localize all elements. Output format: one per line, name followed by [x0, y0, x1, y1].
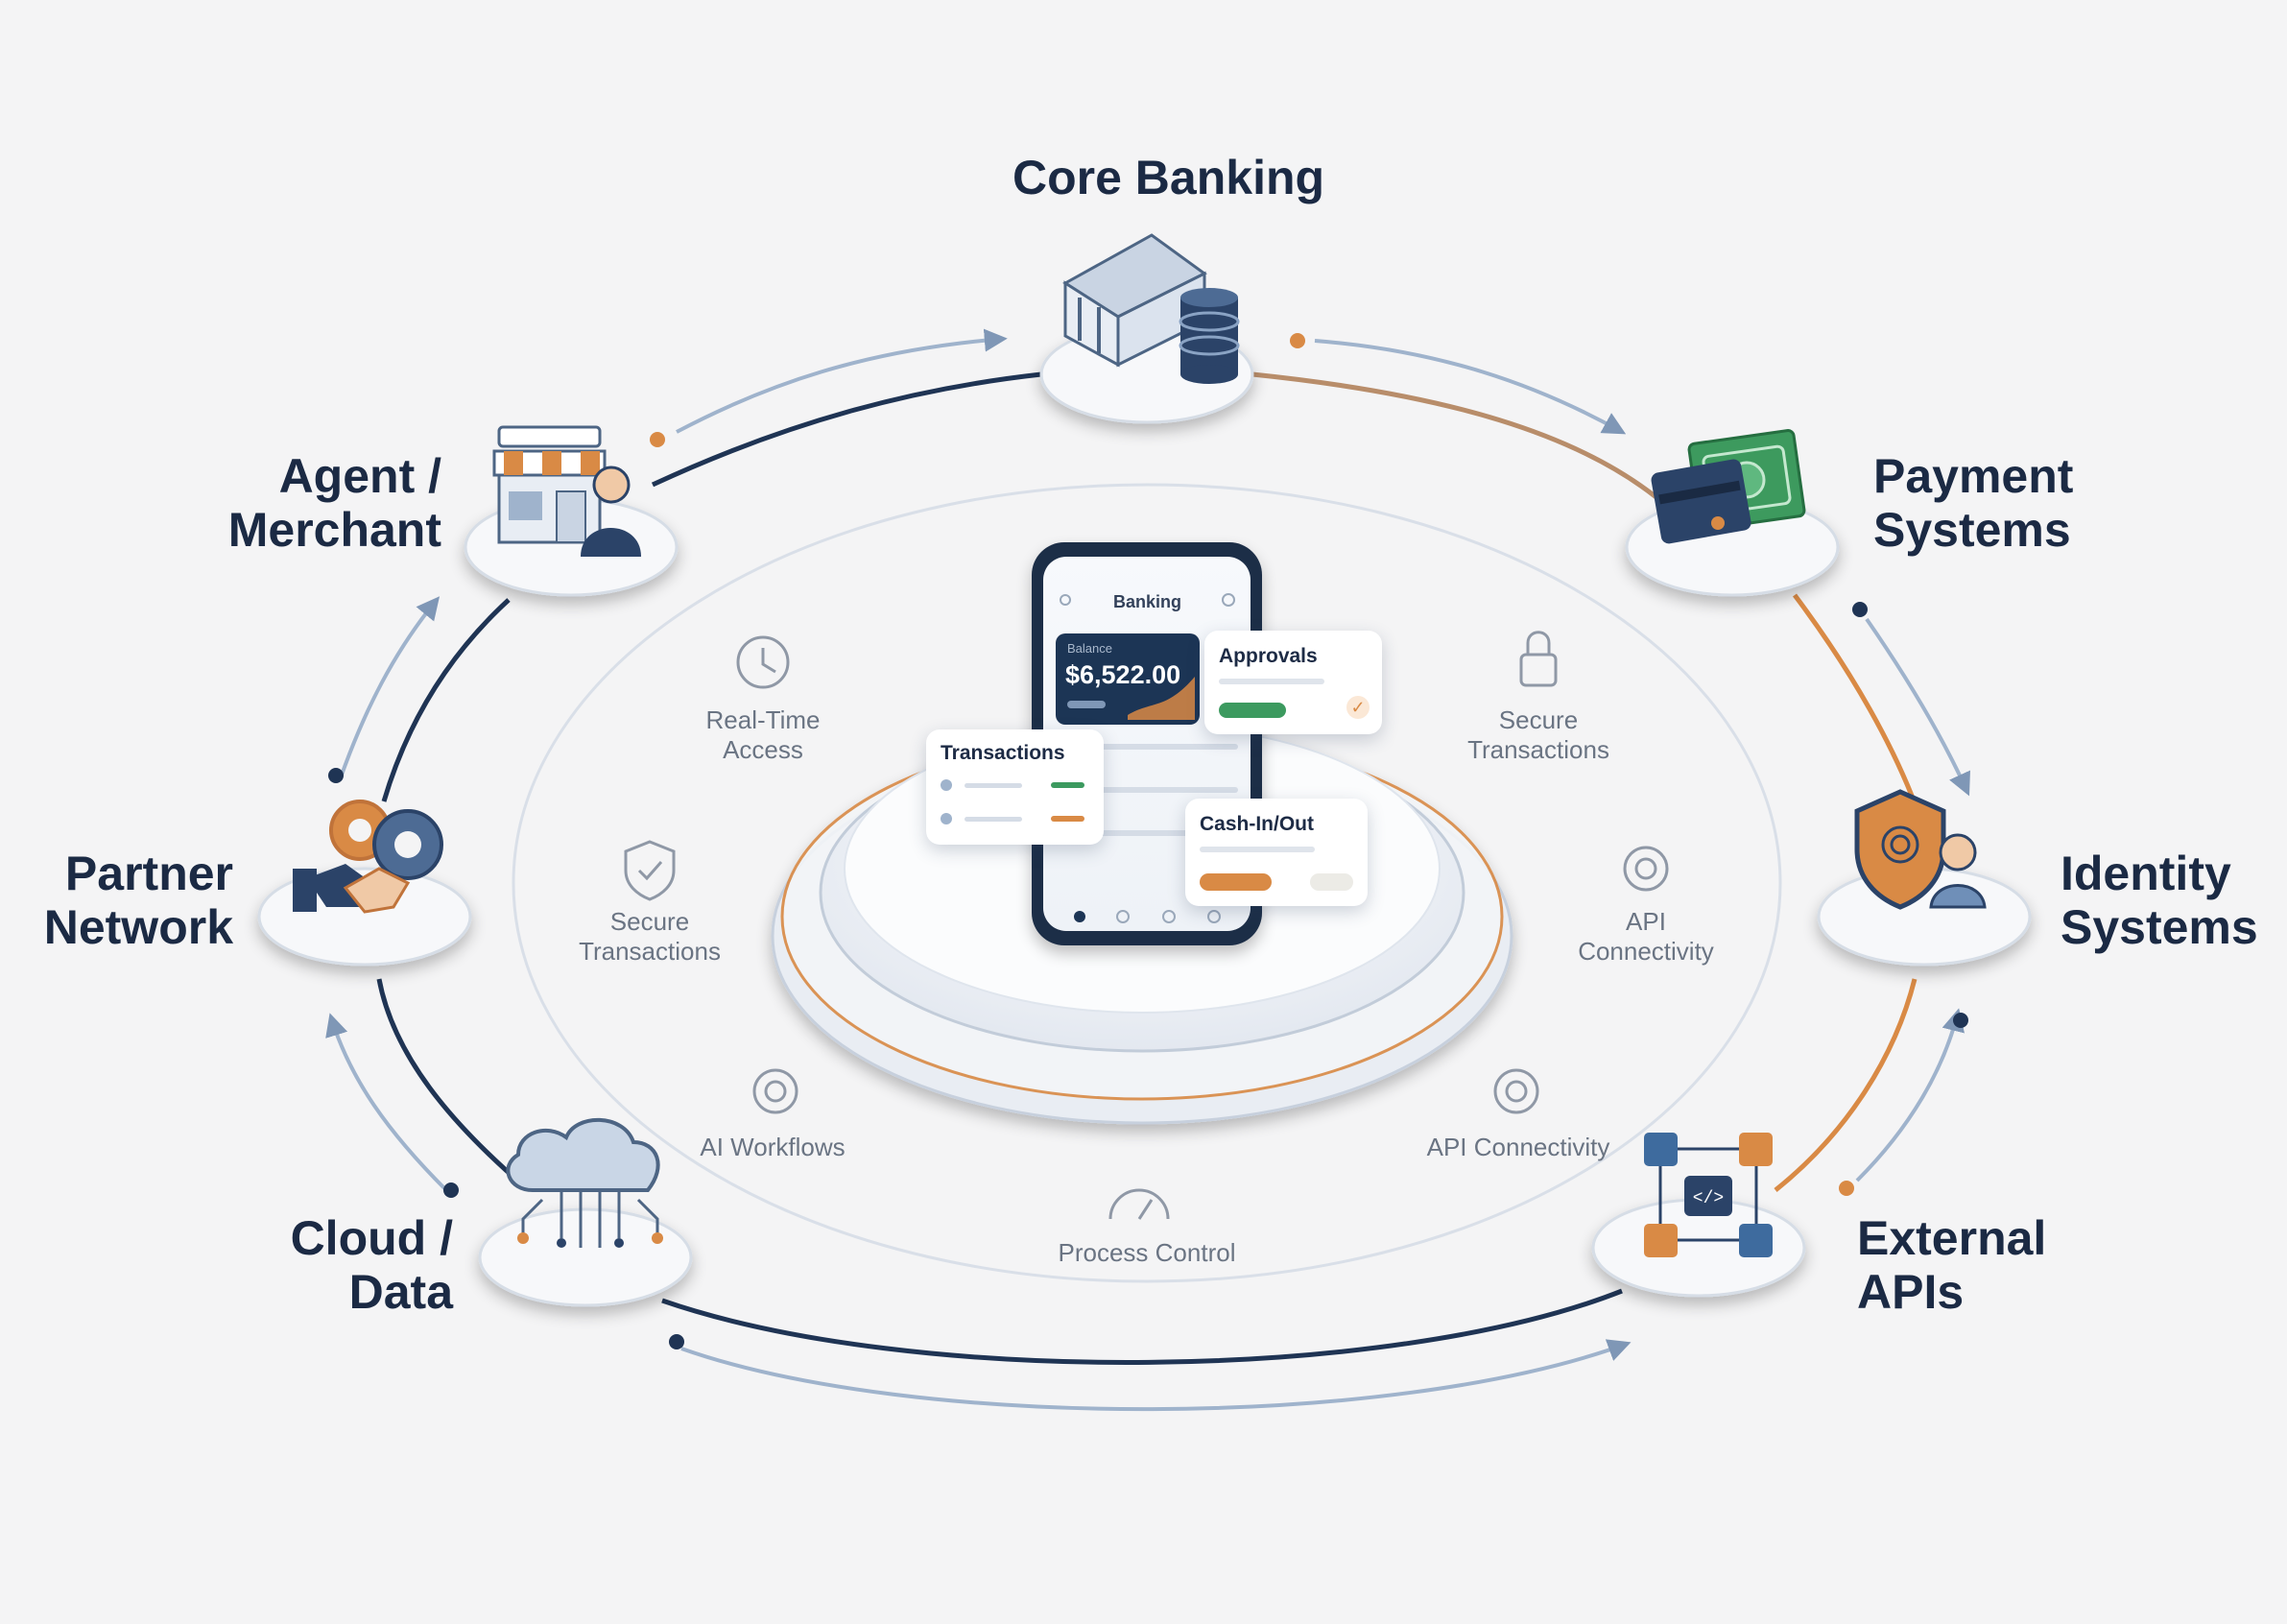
orbit-partner-to-agent [381, 598, 511, 802]
approvals-card-title: Approvals [1219, 645, 1318, 667]
orbit-agent-to-core [651, 371, 1042, 488]
transactions-card-title: Transactions [941, 742, 1065, 764]
transaction-row [941, 811, 1089, 828]
approvals-card[interactable]: Approvals ✓ [1204, 631, 1382, 734]
flow-dot [650, 432, 665, 447]
node-label-cloud-data: Cloud /Data [290, 1211, 453, 1319]
flow-arrow-cloud-external [680, 1339, 1632, 1412]
cloud-icon [506, 1117, 663, 1248]
flow-dot [669, 1334, 684, 1349]
card-cash-icon [1651, 429, 1806, 544]
transaction-line [965, 783, 1022, 788]
phone-balance-caption: Balance [1067, 641, 1112, 656]
cash-card-title: Cash-In/Out [1200, 813, 1314, 835]
flow-dot [1852, 602, 1868, 617]
transaction-dot-icon [941, 813, 952, 824]
svg-text:</>: </> [1693, 1189, 1724, 1208]
transaction-amount-bar [1051, 816, 1084, 822]
cash-out-pill[interactable] [1310, 873, 1353, 891]
flow-arrow-core-payment [1314, 339, 1627, 435]
flow-arrow-payment-identity [1865, 617, 1970, 797]
api-network-icon: </> [1644, 1133, 1773, 1257]
node-label-agent-merchant: Agent /Merchant [227, 449, 441, 557]
disk-cloud-data [478, 1207, 693, 1307]
phone-balance-value: $6,522.00 [1065, 660, 1181, 689]
phone-title: Banking [1113, 592, 1182, 611]
orbit-core-to-payment [1251, 371, 1672, 511]
flow-arrow-cloud-partner [325, 1013, 448, 1192]
shield-user-icon [1854, 789, 1987, 910]
transaction-dot-icon [941, 779, 952, 791]
clock-icon [736, 635, 790, 689]
flow-arrow-external-identity [1855, 1008, 1965, 1182]
transactions-card[interactable]: Transactions [926, 729, 1104, 845]
orbit-payment-to-identity [1792, 593, 1922, 817]
orbit-identity-to-external [1774, 978, 1918, 1192]
cash-in-pill[interactable] [1200, 873, 1272, 891]
feature-label-ai: AI Workflows [700, 1133, 846, 1161]
gear-icon [1493, 1068, 1539, 1114]
gauge-icon [1108, 1188, 1170, 1220]
gear-icon [1623, 846, 1669, 892]
transaction-line [965, 817, 1022, 822]
storefront-agent-icon [492, 425, 641, 557]
approvals-text-line [1219, 679, 1324, 684]
flow-dot [1953, 1013, 1968, 1028]
transaction-amount-bar [1051, 782, 1084, 788]
inner-ring-large [512, 483, 1782, 1283]
lock-icon [1519, 631, 1558, 687]
node-label-core-banking: Core Banking [1012, 151, 1325, 204]
cash-text-line [1200, 847, 1315, 852]
flow-arrow-partner-agent [339, 596, 441, 778]
feature-label-process: Process Control [1058, 1238, 1236, 1267]
flow-arrow-agent-core [676, 328, 1008, 434]
feature-label-api-bottom: API Connectivity [1426, 1133, 1610, 1161]
cash-in-out-card[interactable]: Cash-In/Out [1185, 799, 1368, 906]
bank-database-icon [1062, 233, 1240, 384]
transaction-row [941, 777, 1089, 795]
handshake-gear-icon [293, 800, 443, 914]
approve-pill[interactable] [1219, 703, 1286, 718]
flow-dot [443, 1182, 459, 1198]
orbit-cloud-to-partner [376, 978, 525, 1187]
flow-dot [1839, 1181, 1854, 1196]
flow-dot [328, 768, 344, 783]
flow-dot [1290, 333, 1305, 348]
shield-check-icon [624, 840, 676, 901]
gear-icon [752, 1068, 798, 1114]
check-icon: ✓ [1346, 696, 1370, 719]
orbit-external-to-cloud [661, 1288, 1623, 1365]
